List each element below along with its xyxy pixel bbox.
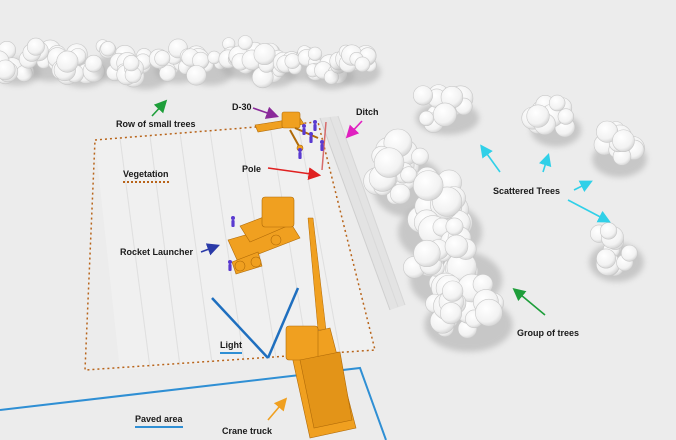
label-group-of-trees: Group of trees bbox=[517, 328, 580, 338]
arrow-scattered-2 bbox=[539, 152, 552, 173]
soldier-2 bbox=[309, 132, 313, 143]
label-d30: D-30 bbox=[232, 102, 252, 112]
small-tree-10 bbox=[272, 45, 327, 82]
soldier-3 bbox=[313, 120, 317, 131]
soldier-7 bbox=[228, 260, 232, 271]
small-tree-3 bbox=[51, 43, 107, 88]
label-pole: Pole bbox=[242, 164, 262, 174]
group-tree-4 bbox=[424, 273, 513, 352]
trees-layer bbox=[0, 35, 647, 352]
arrow-ditch bbox=[345, 120, 363, 139]
label-vegetation: Vegetation bbox=[123, 169, 169, 183]
arrow-scattered-3 bbox=[573, 180, 593, 193]
label-light: Light bbox=[220, 340, 242, 354]
arrow-rocket-launcher bbox=[200, 243, 220, 256]
arrow-crane-truck bbox=[267, 397, 288, 421]
arrows bbox=[151, 99, 611, 421]
label-ditch: Ditch bbox=[356, 107, 379, 117]
crane-truck-vehicle bbox=[285, 325, 357, 439]
ditch-strip bbox=[319, 115, 406, 311]
scattered-tree-1 bbox=[413, 84, 479, 135]
light-posts bbox=[211, 287, 300, 359]
soldier-4 bbox=[320, 140, 324, 151]
pole bbox=[321, 121, 327, 171]
label-paved-area: Paved area bbox=[135, 414, 183, 428]
arrow-pole bbox=[267, 167, 322, 181]
arrow-row-of-small-trees bbox=[151, 99, 168, 117]
arrow-d30 bbox=[252, 106, 280, 119]
label-scattered-trees: Scattered Trees bbox=[493, 186, 561, 196]
rocket-launcher-vehicle bbox=[227, 196, 301, 275]
scattered-tree-4 bbox=[589, 222, 644, 282]
vegetation-outline bbox=[84, 121, 376, 371]
scattered-tree-3 bbox=[592, 120, 647, 178]
arrow-scattered-1 bbox=[480, 144, 501, 173]
arrow-group-of-trees bbox=[512, 287, 546, 316]
small-tree-1 bbox=[0, 41, 41, 86]
soldiers bbox=[228, 120, 324, 271]
label-row-of-small-trees: Row of small trees bbox=[116, 119, 196, 129]
small-tree-12 bbox=[334, 44, 381, 86]
arrow-scattered-4 bbox=[567, 199, 611, 223]
label-rocket-launcher: Rocket Launcher bbox=[120, 247, 194, 257]
paved-area-outline bbox=[0, 366, 387, 440]
soldier-1 bbox=[302, 124, 306, 135]
soldier-5 bbox=[298, 148, 302, 159]
label-crane-truck: Crane truck bbox=[222, 426, 273, 436]
small-tree-7 bbox=[179, 45, 234, 86]
soldier-6 bbox=[231, 216, 235, 227]
scattered-tree-2 bbox=[521, 94, 582, 147]
